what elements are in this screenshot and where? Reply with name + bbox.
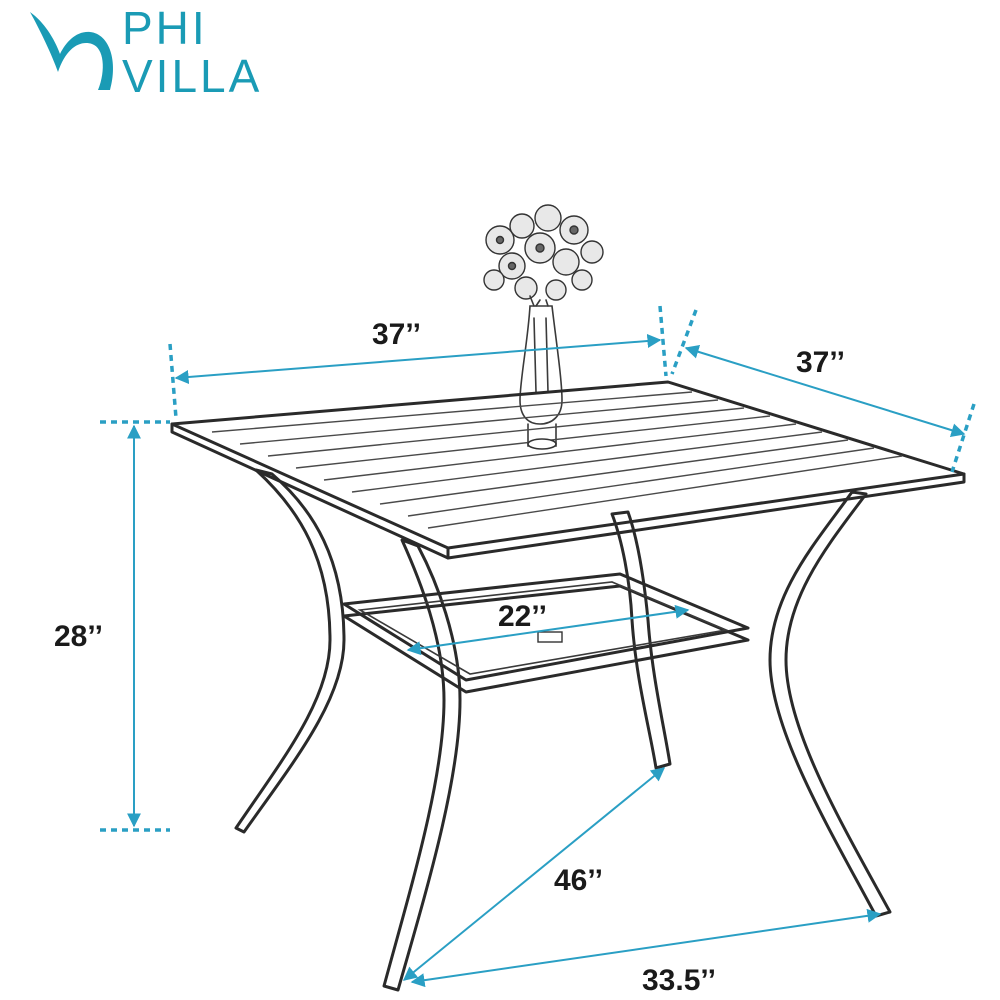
- lower-shelf-frame: [342, 572, 750, 694]
- table-leg-right: [768, 490, 892, 918]
- table-top: [170, 380, 966, 560]
- top-width-label: 37’’: [372, 318, 421, 351]
- shelf-umbrella-ring: [537, 631, 563, 643]
- leg-span-label: 33.5’’: [642, 964, 716, 997]
- umbrella-hole: [527, 438, 557, 450]
- dimension-lines: [100, 305, 976, 988]
- table-legs: [234, 468, 892, 992]
- flower-vase-illustration: [483, 204, 604, 447]
- table-leg-front: [382, 538, 462, 992]
- table-leg-left: [234, 468, 346, 834]
- top-width-arrow: [174, 334, 662, 384]
- top-depth-label: 37’’: [796, 346, 845, 379]
- top-depth-extension-left: [670, 309, 698, 375]
- leg-diagonal-arrow: [402, 767, 666, 981]
- shelf-width-arrow: [406, 604, 690, 656]
- top-width-extension-right: [658, 305, 668, 377]
- leg-diagonal-label: 46’’: [554, 864, 603, 897]
- table-leg-back: [610, 510, 672, 770]
- top-depth-extension-right: [950, 403, 976, 473]
- brand-swoosh-icon: [30, 12, 114, 90]
- brand-logo: PHI VILLA: [30, 2, 262, 102]
- shelf-width-label: 22’’: [498, 600, 547, 633]
- table-slats: [211, 391, 903, 529]
- flower-bouquet: [483, 204, 604, 301]
- height-label: 28’’: [54, 620, 103, 653]
- top-width-extension-left: [168, 343, 178, 419]
- top-depth-arrow: [684, 345, 966, 437]
- leg-span-arrow: [410, 908, 882, 988]
- dimension-labels: 37’’ 37’’ 28’’ 22’’ 46’’ 33.5’’: [54, 318, 845, 997]
- brand-name-line2: VILLA: [122, 50, 262, 102]
- brand-name-line1: PHI: [122, 2, 208, 54]
